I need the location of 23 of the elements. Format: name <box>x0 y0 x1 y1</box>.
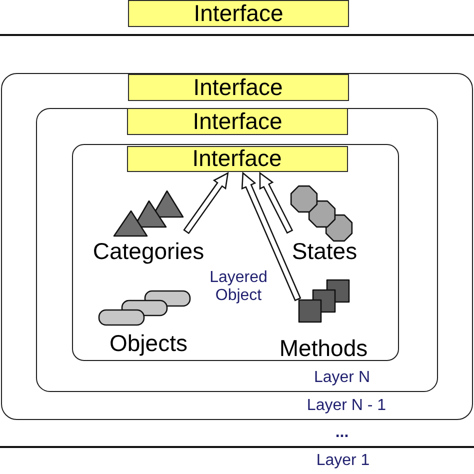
icon-caption: Objects <box>108 330 188 356</box>
icon-caption: States <box>290 238 358 264</box>
interface-box: Interface <box>128 0 349 27</box>
interface-box: Interface <box>128 74 348 100</box>
layer-label: Layer N - 1 <box>306 396 388 414</box>
square-stack-icon <box>296 278 350 324</box>
hollow-arrow <box>240 170 302 302</box>
layer-label: Layer 1 <box>315 452 371 470</box>
hollow-arrow <box>183 170 231 234</box>
layer-frame <box>36 108 438 392</box>
icon-caption: Methods <box>278 334 369 360</box>
hollow-arrow <box>256 170 294 234</box>
interface-box: Interface <box>126 146 348 172</box>
icon-caption: Categories <box>92 238 206 264</box>
layer-label: Layer N <box>312 369 372 387</box>
interface-box: Interface <box>127 108 348 135</box>
layer-frame <box>1 73 473 420</box>
octagon-stack-icon <box>288 184 354 242</box>
triangle-stack-icon <box>112 188 184 238</box>
ellipsis-text: ... <box>334 424 350 442</box>
layer-label: Layered Object <box>208 268 268 304</box>
capsule-stack-icon <box>96 288 192 326</box>
layer-frame <box>72 144 399 361</box>
